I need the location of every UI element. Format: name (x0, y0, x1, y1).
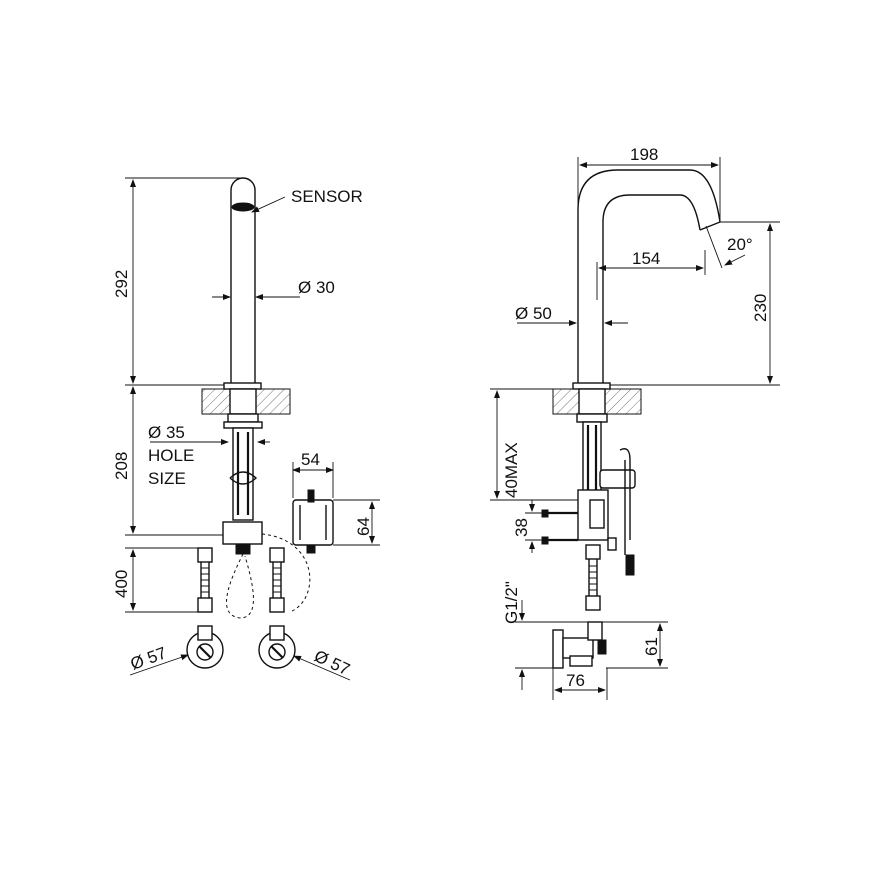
hose-left (197, 547, 213, 613)
dim-400: 400 (112, 570, 131, 598)
dim-thread: G1/2" (502, 581, 521, 624)
dim-diameter-57-left: Ø 57 (128, 643, 169, 673)
shank (582, 421, 602, 493)
valve-left (186, 625, 224, 669)
dim-292: 292 (112, 270, 131, 298)
dim-61: 61 (642, 637, 661, 656)
angle-valve (552, 621, 607, 669)
base-plate (572, 382, 611, 390)
sensor-cable (226, 553, 254, 619)
spout-gooseneck (577, 169, 721, 385)
dim-diameter-57-right: Ø 57 (311, 646, 352, 679)
dim-diameter-50: Ø 50 (515, 304, 552, 323)
dim-diameter-35: Ø 35 (148, 423, 185, 442)
dim-40max: 40MAX (502, 442, 521, 498)
dim-154: 154 (632, 249, 660, 268)
dim-angle-20: 20° (727, 235, 753, 254)
connector-block (222, 521, 263, 545)
right-view: 198 20° 154 230 Ø 50 40MAX 38 G1/2" 61 7… (490, 145, 780, 700)
sensor-window (231, 202, 255, 212)
hose (585, 544, 601, 611)
dim-diameter-30: Ø 30 (298, 278, 335, 297)
dim-198: 198 (630, 145, 658, 164)
base-plate (223, 382, 262, 390)
hose-right (269, 547, 285, 613)
right-dimensions (490, 157, 780, 700)
dim-76: 76 (566, 671, 585, 690)
hole-label: HOLE (148, 446, 194, 465)
valve-right (258, 625, 296, 669)
left-view: SENSOR 292 Ø 30 208 Ø 35 HOLE SIZE 54 64… (112, 177, 380, 681)
mixing-block (541, 448, 636, 576)
dim-64: 64 (354, 517, 373, 536)
control-box (292, 489, 334, 554)
dim-230: 230 (751, 294, 770, 322)
dim-208: 208 (112, 452, 131, 480)
size-label: SIZE (148, 469, 186, 488)
sensor-label: SENSOR (291, 187, 363, 206)
dim-54: 54 (301, 450, 320, 469)
dim-38: 38 (512, 518, 531, 537)
left-dimensions (125, 177, 380, 681)
